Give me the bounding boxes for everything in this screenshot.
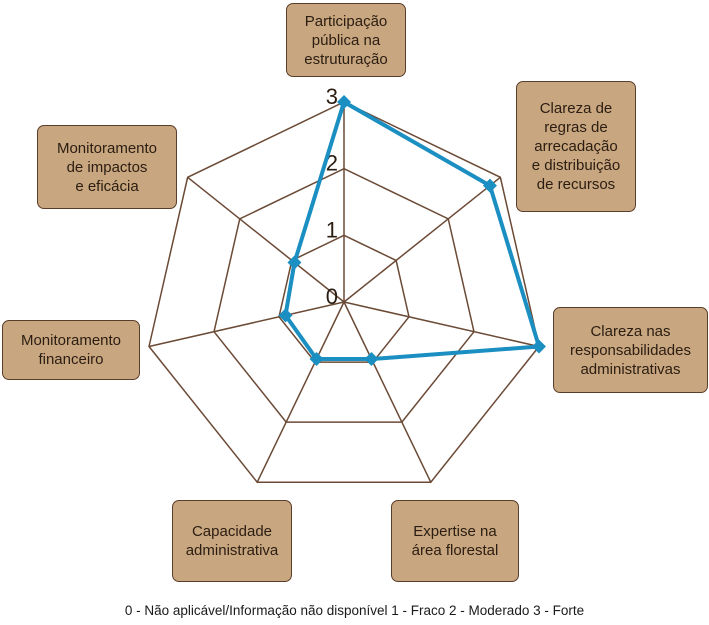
- axis-label-line: e eficácia: [75, 177, 139, 195]
- axis-label-line: de impactos: [66, 158, 148, 176]
- tick-label-0: 0: [326, 284, 338, 309]
- grid-ring-3: [148, 101, 540, 483]
- grid-spoke-7: [187, 176, 345, 303]
- axis-label-line: financeiro: [38, 351, 104, 368]
- axis-label-line: administrativa: [185, 542, 279, 559]
- axis-label-text: Expertise na área florestal: [412, 522, 499, 560]
- axis-label-4: Expertise na área florestal: [391, 500, 519, 582]
- axis-label-text: Capacidade administrativa: [186, 522, 279, 560]
- grid-ring-1: [278, 234, 410, 363]
- axis-label-line: estruturação: [304, 50, 388, 68]
- data-point-7: [287, 255, 302, 270]
- tick-label-1: 1: [326, 217, 338, 242]
- axis-label-line: regras de: [544, 119, 608, 136]
- data-point-3: [531, 339, 546, 354]
- axis-label-text: Monitoramento financeiro: [21, 331, 121, 369]
- axis-label-line: responsabilidades: [570, 341, 691, 359]
- series-line-1: [283, 100, 541, 362]
- axis-label-line: Expertise na: [413, 523, 497, 540]
- tick-label-3: 3: [326, 84, 338, 109]
- axis-label-line: e distribuição: [531, 157, 621, 174]
- data-point-2: [482, 178, 497, 193]
- axis-label-5: Capacidade administrativa: [172, 500, 292, 582]
- axis-label-line: administrativas: [580, 360, 681, 378]
- data-point-4: [364, 352, 379, 367]
- axis-label-line: arrecadação: [534, 138, 618, 155]
- grid-ring-2: [213, 167, 475, 423]
- axis-label-text: Clareza de regras de arrecadação e distribu…: [532, 99, 620, 194]
- axis-label-line: pública na: [311, 31, 381, 49]
- axis-label-line: Participação: [304, 12, 388, 30]
- grid-spoke-3: [343, 301, 540, 348]
- grid-spoke-6: [148, 301, 345, 348]
- grid-spoke-5: [256, 301, 345, 483]
- data-point-5: [309, 352, 324, 367]
- axis-label-line: Capacidade: [191, 523, 273, 540]
- scale-caption: 0 - Não aplicável/Informação não disponí…: [124, 603, 585, 618]
- axis-label-line: Monitoramento: [56, 139, 158, 157]
- grid-spoke-2: [343, 176, 501, 303]
- axis-label-line: Clareza nas: [590, 322, 671, 340]
- axis-label-line: Clareza de: [539, 100, 613, 117]
- axis-label-line: de recursos: [536, 176, 616, 193]
- axis-label-6: Monitoramento financeiro: [2, 320, 140, 380]
- axis-label-line: Monitoramento: [20, 332, 122, 349]
- data-point-6: [278, 308, 293, 323]
- data-point-1: [337, 95, 351, 109]
- axis-label-line: área florestal: [411, 542, 499, 559]
- axis-label-2: Clareza de regras de arrecadação e distribu…: [516, 81, 636, 212]
- grid-spoke-4: [343, 301, 432, 483]
